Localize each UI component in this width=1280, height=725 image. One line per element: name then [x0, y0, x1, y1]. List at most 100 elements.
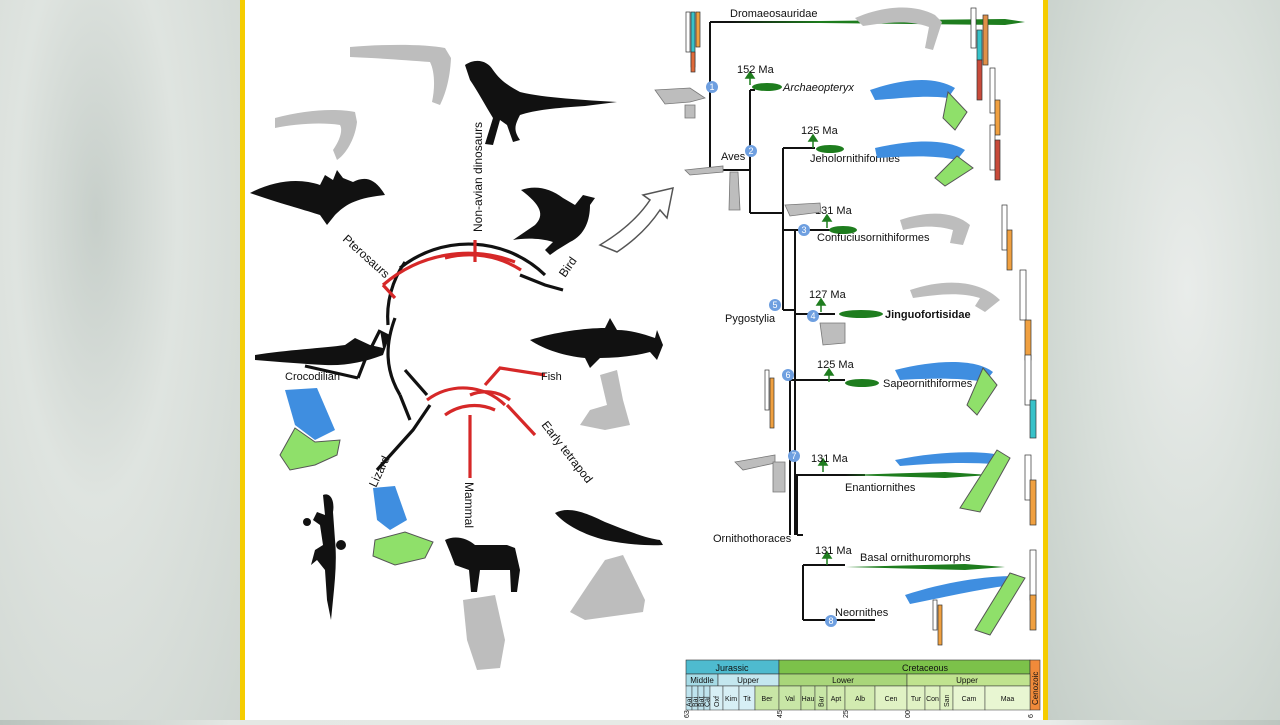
stage-label: Tur [911, 696, 922, 703]
label-non-avian-dinosaurs: Non-avian dinosaurs [471, 122, 485, 232]
taxon-dromaeosauridae: Dromaeosauridae [730, 8, 817, 20]
wing-bone-illustrations [855, 7, 1026, 636]
crocodile-silhouette [255, 330, 390, 366]
taxon-sapeornithiformes: Sapeornithiformes [883, 378, 973, 390]
tick-label: 25 [843, 710, 850, 718]
stage-label: Bat [699, 696, 706, 707]
age-sapeornithiformes: 125 Ma [817, 359, 855, 371]
clade-ornithothoraces: Ornithothoraces [713, 533, 792, 545]
shark-silhouette [530, 318, 663, 368]
stage-label: Kim [725, 696, 737, 703]
tick-label: 6 [1028, 714, 1035, 718]
svg-text:7: 7 [791, 451, 796, 461]
stage-cell [984, 685, 1031, 711]
age-arrows [744, 70, 835, 565]
stage-label: Bar [819, 695, 826, 707]
tetrapod-pelvis-icon [570, 555, 645, 620]
geologic-timescale: Jurassic Cretaceous Cenozoic Middle Uppe… [684, 659, 1041, 718]
hand-skeletons [685, 7, 1037, 646]
tree-bone-icons [654, 87, 846, 493]
tick-label: 45 [777, 710, 784, 718]
label-bird: Bird [556, 254, 580, 280]
stage-label: Con [926, 696, 939, 703]
lizard-pelvis-icon [372, 486, 434, 566]
background-right [1048, 0, 1280, 720]
radial-tree [304, 240, 564, 478]
dinosaur-silhouette [465, 60, 617, 145]
svg-text:5: 5 [772, 300, 777, 310]
stage-label: Baj [693, 696, 700, 707]
epoch-lower: Lower [832, 676, 854, 685]
age-enantiornithes: 131 Ma [811, 453, 849, 465]
taxon-neornithes: Neornithes [835, 607, 889, 619]
stage-label: Tit [743, 696, 751, 703]
age-basal-ornithuromorphs: 131 Ma [815, 545, 853, 557]
stage-label: Maa [1001, 696, 1015, 703]
clade-pygostylia: Pygostylia [725, 313, 776, 325]
clade-aves: Aves [721, 151, 746, 163]
mammal-pelvis-icon [463, 595, 505, 670]
figure-panel: Non-avian dinosaurs Pterosaurs Bird Croc… [240, 0, 1048, 720]
pterosaur-silhouette [250, 170, 385, 225]
stage-label: Oxf [714, 696, 721, 707]
node-4: 4 [807, 310, 819, 322]
node-1: 1 [706, 81, 718, 93]
stage-label: Alb [855, 696, 865, 703]
stage-cell [952, 685, 986, 711]
svg-text:3: 3 [801, 225, 806, 235]
period-cretaceous: Cretaceous [902, 663, 949, 673]
dinosaur-bone-icon [350, 44, 451, 105]
stage-label: Cal [705, 696, 712, 707]
period-jurassic: Jurassic [715, 663, 749, 673]
stage-label: Val [785, 696, 795, 703]
label-pterosaurs: Pterosaurs [340, 232, 392, 281]
node-8: 8 [825, 615, 837, 627]
epoch-middle: Middle [690, 676, 714, 685]
age-archaeopteryx: 152 Ma [737, 64, 775, 76]
stage-label: Cen [885, 696, 898, 703]
label-early-tetrapod: Early tetrapod [539, 418, 596, 485]
lizard-silhouette [303, 494, 346, 620]
stage-label: Ber [762, 696, 774, 703]
label-crocodilian: Crocodilian [285, 371, 340, 383]
taxon-jinguofortisidae: Jinguofortisidae [885, 309, 971, 321]
label-mammal: Mammal [462, 482, 476, 528]
taxon-enantiornithes: Enantiornithes [845, 482, 916, 494]
stage-label: San [944, 694, 951, 707]
tick-label: 63 [684, 710, 691, 718]
age-confuciusornithiformes: 131 Ma [815, 205, 853, 217]
tick-label: 00 [905, 710, 912, 718]
early-tetrapod-silhouette [555, 510, 663, 546]
stage-label: Aal [687, 696, 694, 707]
stage-label: Hau [802, 696, 815, 703]
taxon-basal-ornithuromorphs: Basal ornithuromorphs [860, 552, 971, 564]
svg-text:1: 1 [709, 82, 714, 92]
fish-fin-bone-icon [580, 370, 630, 430]
stage-label: Apt [831, 696, 842, 703]
svg-text:2: 2 [748, 146, 753, 156]
taxon-archaeopteryx: Archaeopteryx [782, 82, 854, 94]
label-lizard: Lizard [366, 454, 393, 490]
node-markers: 1 2 3 4 5 6 7 8 [706, 81, 837, 627]
stage-cell [754, 685, 780, 711]
pterosaur-bone-icon [275, 110, 357, 160]
node-6: 6 [782, 369, 794, 381]
svg-text:8: 8 [828, 616, 833, 626]
dog-silhouette [445, 537, 520, 592]
node-7: 7 [788, 450, 800, 462]
svg-text:6: 6 [785, 370, 790, 380]
node-2: 2 [745, 145, 757, 157]
node-3: 3 [798, 224, 810, 236]
period-cenozoic: Cenozoic [1031, 672, 1040, 705]
figure-svg: Non-avian dinosaurs Pterosaurs Bird Croc… [250, 7, 1041, 718]
stage-cell [844, 685, 876, 711]
age-jinguofortisidae: 127 Ma [809, 289, 847, 301]
svg-text:4: 4 [810, 311, 815, 321]
bird-silhouette [513, 187, 595, 255]
age-jeholornithiformes: 125 Ma [801, 125, 839, 137]
node-5: 5 [769, 299, 781, 311]
taxon-confuciusornithiformes: Confuciusornithiformes [817, 232, 930, 244]
label-fish: Fish [541, 371, 562, 383]
background-left [0, 0, 240, 720]
